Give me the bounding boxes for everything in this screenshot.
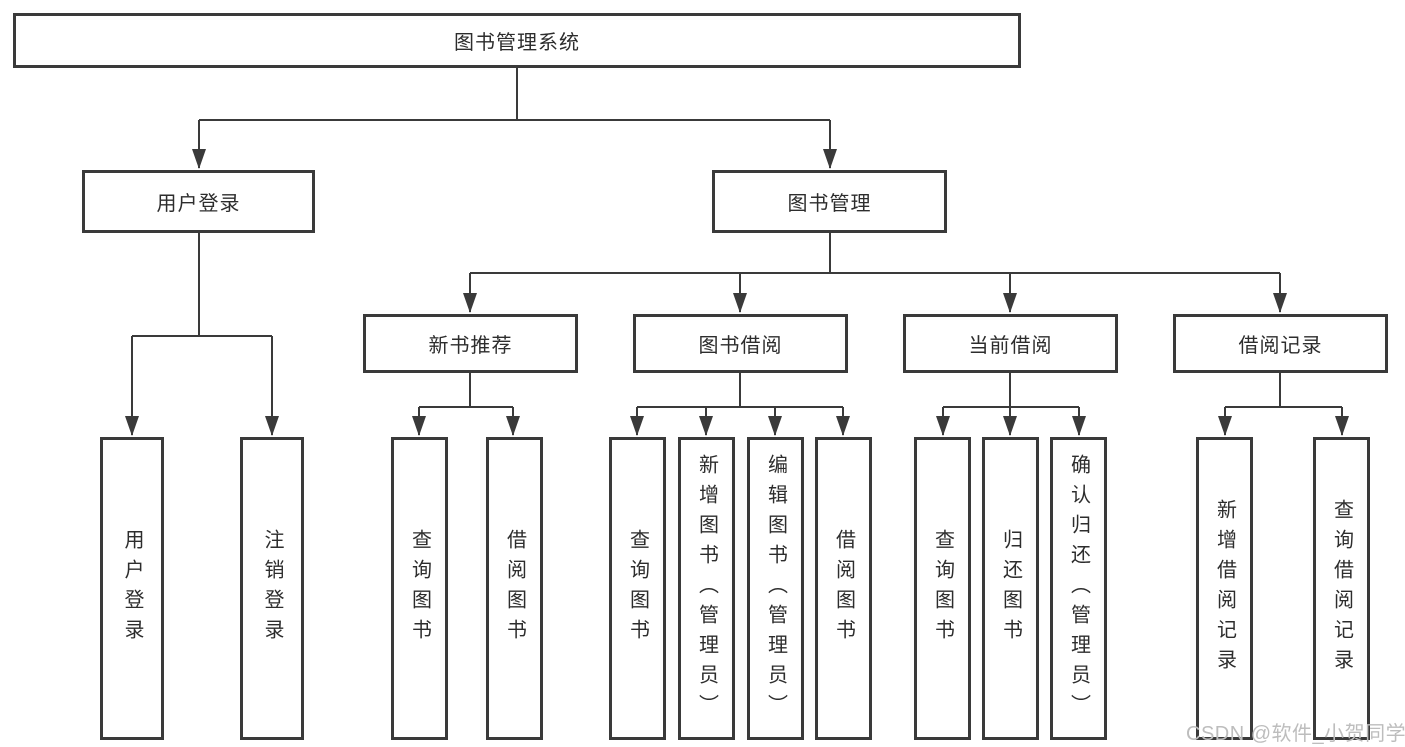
node-book-borrow: 图书借阅 <box>633 314 848 373</box>
leaf-return-book-label: 归还图书 <box>999 528 1022 649</box>
leaf-confirm-return-label: 确认归还（管理员） <box>1067 453 1090 724</box>
leaf-logout-label: 注销登录 <box>261 528 283 649</box>
node-user-login: 用户登录 <box>82 170 315 233</box>
node-book-borrow-label: 图书借阅 <box>698 335 783 357</box>
leaf-borrow-query: 查询图书 <box>609 437 666 740</box>
connector-borrow-record-children <box>1218 373 1349 436</box>
node-user-login-label: 用户登录 <box>156 193 241 215</box>
leaf-user-login-label: 用户登录 <box>121 528 143 649</box>
leaf-current-query: 查询图书 <box>914 437 971 740</box>
leaf-new-book-borrow: 借阅图书 <box>486 437 543 740</box>
leaf-add-record: 新增借阅记录 <box>1196 437 1253 740</box>
node-current-borrow: 当前借阅 <box>903 314 1118 373</box>
leaf-confirm-return: 确认归还（管理员） <box>1050 437 1107 740</box>
leaf-new-book-query: 查询图书 <box>391 437 448 740</box>
leaf-user-login: 用户登录 <box>100 437 164 740</box>
node-new-book-label: 新书推荐 <box>428 335 513 357</box>
leaf-add-book-label: 新增图书（管理员） <box>695 453 718 724</box>
node-new-book: 新书推荐 <box>363 314 578 373</box>
csdn-watermark: CSDN @软件_小贺同学 <box>1186 723 1405 745</box>
connector-new-book-children <box>412 373 520 436</box>
node-borrow-record-label: 借阅记录 <box>1238 335 1323 357</box>
node-borrow-record: 借阅记录 <box>1173 314 1388 373</box>
leaf-current-query-label: 查询图书 <box>931 528 954 649</box>
leaf-borrow-book-label: 借阅图书 <box>832 528 855 649</box>
leaf-add-record-label: 新增借阅记录 <box>1213 498 1236 679</box>
leaf-add-book: 新增图书（管理员） <box>678 437 735 740</box>
leaf-new-book-borrow-label: 借阅图书 <box>503 528 526 649</box>
leaf-edit-book: 编辑图书（管理员） <box>747 437 804 740</box>
connector-current-borrow-children <box>936 373 1086 436</box>
leaf-query-record: 查询借阅记录 <box>1313 437 1370 740</box>
leaf-borrow-query-label: 查询图书 <box>626 528 649 649</box>
connector-root-to-level2 <box>192 68 837 169</box>
leaf-edit-book-label: 编辑图书（管理员） <box>764 453 787 724</box>
node-current-borrow-label: 当前借阅 <box>968 335 1053 357</box>
leaf-query-record-label: 查询借阅记录 <box>1330 498 1353 679</box>
node-book-mgmt: 图书管理 <box>712 170 947 233</box>
connector-book-mgmt-children <box>463 233 1287 313</box>
leaf-borrow-book: 借阅图书 <box>815 437 872 740</box>
connector-user-login-children <box>125 233 279 436</box>
node-root-label: 图书管理系统 <box>454 32 580 54</box>
leaf-new-book-query-label: 查询图书 <box>408 528 431 649</box>
leaf-return-book: 归还图书 <box>982 437 1039 740</box>
node-book-mgmt-label: 图书管理 <box>787 193 872 215</box>
leaf-logout: 注销登录 <box>240 437 304 740</box>
connector-book-borrow-children <box>630 373 850 436</box>
node-root: 图书管理系统 <box>13 13 1021 68</box>
